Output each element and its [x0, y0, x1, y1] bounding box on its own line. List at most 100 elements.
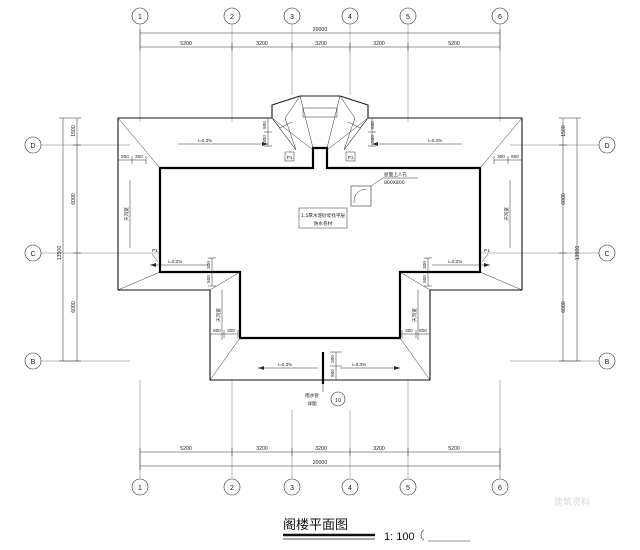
pen-icon [420, 529, 470, 542]
grid-label-top-2: 2 [230, 14, 234, 21]
grid-label-bottom-1: 1 [138, 485, 142, 492]
drain-callout-line-1: 雨水管 [305, 392, 319, 399]
grid-bubbles-top: 1 2 3 4 5 6 [131, 7, 509, 25]
band-dim-left-800: 800 [262, 121, 267, 129]
roof-hatch-name: 屋面上人孔 [384, 171, 407, 178]
wing-dim-l-800: 800 [206, 275, 211, 283]
grid-label-top-1: 1 [138, 14, 142, 21]
grid-label-bottom-3: 3 [290, 485, 294, 492]
roof-hatch-size: 800X800 [384, 180, 405, 186]
downpipe-p1-left: P1 [152, 248, 158, 254]
grid-lines-vertical-bottom [139, 380, 501, 478]
dimension-chain-top: 20000 5200 3200 3200 3200 5200 [139, 27, 501, 51]
bottom-dim-l-800: 800 [213, 328, 221, 333]
eave-dim-tl-800: 800 [121, 154, 129, 159]
grid-bubbles-left: D C B [24, 136, 42, 370]
grid-lines-horizontal-right [480, 144, 599, 362]
band-dim-right-800: 800 [370, 121, 375, 129]
watermark: 建筑资料 [554, 496, 590, 508]
dimension-bottom-total: 20000 [313, 460, 328, 466]
bottom-dim-r-800: 800 [419, 328, 427, 333]
roof-access-hatch: 屋面上人孔 800X800 [350, 171, 418, 207]
dimension-right-1: 1500 [561, 125, 567, 137]
roof-hip-lines [117, 117, 523, 381]
grid-label-bottom-6: 6 [498, 485, 502, 492]
grid-label-top-5: 5 [406, 14, 410, 21]
bottom-center-300: 300 [330, 355, 335, 363]
center-note-line-2: 防水卷材 [314, 220, 333, 227]
gutter-label-right: 天沟宽 [503, 207, 510, 221]
grid-label-right-C: C [604, 251, 609, 258]
dimension-right-total: 13500 [575, 246, 581, 261]
dimension-bottom-3: 3200 [315, 446, 327, 452]
dimension-chain-bottom: 5200 3200 3200 3200 5200 20000 [139, 446, 501, 470]
dimension-bottom-5: 5200 [448, 446, 460, 452]
wing-dim-l-300: 300 [206, 261, 211, 269]
band-dim-left-300: 300 [262, 135, 267, 143]
dimension-left-1: 1500 [71, 125, 77, 137]
gutter-label-br: 天沟宽 [411, 308, 418, 322]
grid-label-bottom-4: 4 [348, 485, 352, 492]
slope-label-right-wing: i=0.3% [448, 259, 462, 264]
slope-label-bottom-left: i=0.3% [278, 362, 292, 367]
dormer-assembly [271, 95, 369, 151]
eave-dim-tr-300: 300 [497, 154, 505, 159]
grid-bubbles-right: D C B [598, 136, 616, 370]
grid-label-left-B: B [31, 359, 36, 366]
gutter-label-left: 天沟宽 [123, 207, 130, 221]
dimension-top-5: 5200 [448, 41, 460, 47]
drain-callout-mark: 10 [335, 398, 341, 404]
dimension-top-4: 3200 [373, 41, 385, 47]
grid-label-left-C: C [30, 251, 35, 258]
dimension-bottom-1: 5200 [180, 446, 192, 452]
downpipe-p1-right: P1 [484, 248, 490, 254]
center-note-box: 1.5厚水泥砂浆找平层 防水卷材 [298, 207, 348, 229]
dimension-top-total: 20000 [313, 27, 328, 33]
wing-dim-r-300: 300 [422, 261, 427, 269]
bottom-dim-l-300: 300 [227, 328, 235, 333]
drawing-scale: 1: 100 [384, 531, 415, 543]
dimension-right-2: 6000 [561, 193, 567, 205]
dimension-left-3: 6000 [71, 301, 77, 313]
drain-detail-callout: 10 雨水管 详图 [305, 352, 346, 407]
grid-label-right-B: B [605, 359, 610, 366]
grid-label-top-4: 4 [348, 14, 352, 21]
slope-label-top-right: i=0.3% [428, 138, 442, 143]
dimension-top-3: 3200 [315, 41, 327, 47]
downpipe-labels: P1 P1 P1 P1 [151, 151, 490, 263]
bottom-center-800: 800 [330, 369, 335, 377]
dimension-top-2: 3200 [256, 41, 268, 47]
dimension-bottom-4: 3200 [373, 446, 385, 452]
grid-bubbles-bottom: 1 2 3 4 5 6 [131, 478, 509, 496]
grid-label-right-D: D [604, 143, 609, 150]
bottom-dim-r-300: 300 [405, 328, 413, 333]
grid-label-bottom-5: 5 [406, 485, 410, 492]
grid-label-top-6: 6 [498, 14, 502, 21]
building-wall-outline [158, 146, 482, 340]
drawing-title-block: 阁楼平面图 1: 100 [283, 518, 470, 543]
eave-dim-tr-800: 800 [511, 154, 519, 159]
band-dim-right-300: 300 [370, 135, 375, 143]
slope-indicators: i=0.3% i=0.3% i=0.3% i=0.3% i=0.3% i=0.3… [123, 138, 511, 370]
slope-label-bottom-right: i=0.3% [352, 362, 366, 367]
dimension-left-total: 13500 [57, 246, 63, 261]
dimension-chain-left: 13500 1500 6000 6000 [57, 117, 81, 362]
grid-label-top-3: 3 [290, 14, 294, 21]
gutter-label-bl: 天沟宽 [215, 308, 222, 322]
downpipe-p1-dormer-left: P1 [287, 155, 293, 161]
dimension-chain-right: 13500 1500 6000 6000 [559, 117, 581, 362]
center-note-line-1: 1.5厚水泥砂浆找平层 [301, 212, 345, 219]
downpipe-p1-dormer-right: P1 [348, 155, 354, 161]
eave-dimensions: 800 300 300 800 800 300 800 300 [117, 117, 523, 381]
grid-label-bottom-2: 2 [230, 485, 234, 492]
eave-dim-tl-300: 300 [135, 154, 143, 159]
grid-label-left-D: D [30, 143, 35, 150]
dimension-left-2: 6000 [71, 193, 77, 205]
dimension-bottom-2: 3200 [256, 446, 268, 452]
dimension-right-3: 6000 [561, 301, 567, 313]
slope-label-top-left: i=0.3% [198, 138, 212, 143]
grid-lines-horizontal-left [41, 144, 160, 362]
wing-dim-r-800: 800 [422, 275, 427, 283]
slope-label-left-wing: i=0.3% [168, 259, 182, 264]
